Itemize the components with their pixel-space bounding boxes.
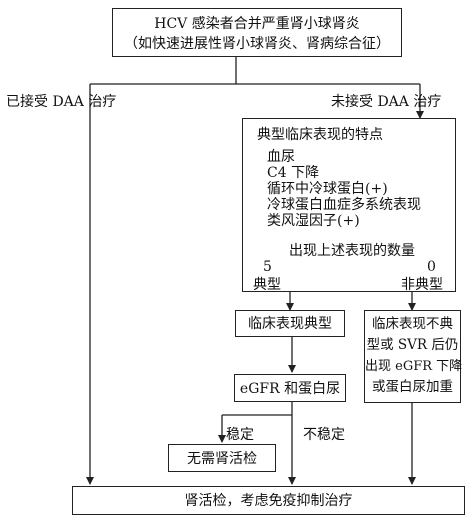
final-box: 肾活检，考虑免疫抑制治疗: [72, 486, 465, 515]
typical-label: 典型: [253, 277, 281, 293]
final-box-text: 肾活检，考虑免疫抑制治疗: [184, 493, 353, 509]
scale-label: 出现上述表现的数量: [289, 243, 415, 259]
treated-label: 已接受 DAA 治疗: [6, 94, 117, 110]
features-box: 典型临床表现的特点 血尿 C4 下降 循环中冷球蛋白(+) 冷球蛋白血症多系统表…: [242, 118, 456, 292]
typical-box-text: 临床表现典型: [248, 316, 332, 332]
top-box-line1: HCV 感染者合并严重肾小球肾炎: [154, 16, 360, 32]
top-box-line2: （如快速进展性肾小球肾炎、肾病综合征）: [124, 36, 390, 52]
scale-right: 0: [427, 259, 436, 275]
atypical-label: 非典型: [401, 277, 443, 293]
top-box: HCV 感染者合并严重肾小球肾炎 （如快速进展性肾小球肾炎、肾病综合征）: [112, 8, 402, 57]
feature-item: 血尿: [267, 149, 295, 165]
atypical-line3: 出现 eGFR 下降: [365, 359, 463, 374]
untreated-label: 未接受 DAA 治疗: [331, 94, 442, 110]
feature-item: 类风湿因子(+): [267, 213, 360, 229]
scale-left: 5: [263, 259, 272, 275]
stable-label: 稳定: [226, 427, 254, 443]
feature-item: 冷球蛋白血症多系统表现: [267, 197, 421, 213]
feature-item: 循环中冷球蛋白(+): [267, 181, 388, 197]
features-title: 典型临床表现的特点: [257, 127, 383, 143]
typical-box: 临床表现典型: [235, 310, 345, 337]
unstable-label: 不稳定: [303, 427, 345, 443]
atypical-line2: 型或 SVR 后仍: [366, 337, 459, 353]
atypical-line4: 或蛋白尿加重: [372, 379, 453, 395]
atypical-line1: 临床表现不典: [372, 316, 453, 332]
egfr-box-text: eGFR 和蛋白尿: [239, 381, 341, 397]
no-biopsy-text: 无需肾活检: [187, 451, 257, 467]
no-biopsy-box: 无需肾活检: [168, 444, 276, 472]
feature-item: C4 下降: [267, 165, 320, 181]
egfr-box: eGFR 和蛋白尿: [234, 374, 346, 402]
atypical-box: 临床表现不典 型或 SVR 后仍 出现 eGFR 下降 或蛋白尿加重: [364, 310, 463, 403]
